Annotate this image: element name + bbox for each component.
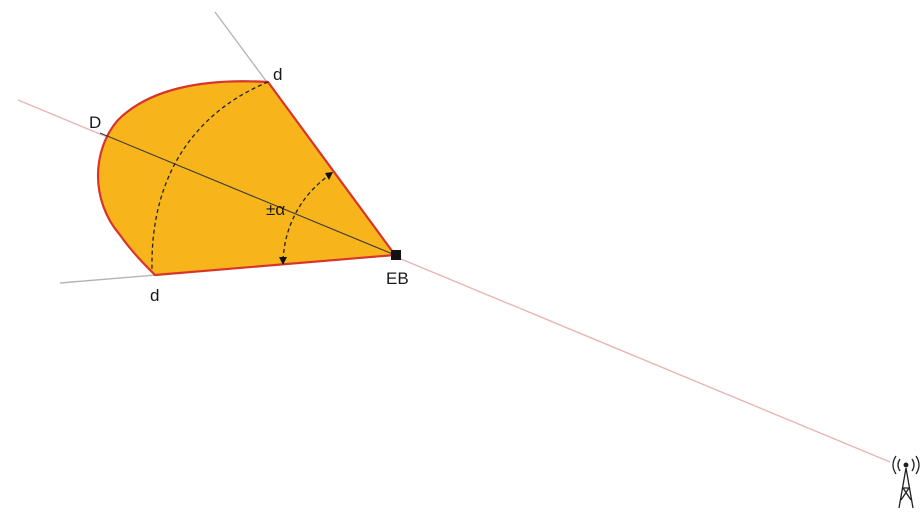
angle-arrowhead-bottom: [279, 257, 287, 265]
angle-arc: [282, 173, 332, 263]
label-distance-d-bottom: d: [150, 286, 159, 305]
label-angle: ±α: [266, 200, 285, 219]
label-base-station: EB: [386, 269, 409, 288]
angle-arrowhead-top: [325, 172, 333, 180]
label-distance-D: D: [89, 113, 101, 132]
radio-tower-icon: [892, 455, 920, 509]
label-distance-d-top: d: [273, 65, 282, 84]
coverage-sector: [96, 80, 397, 277]
azimuth-line-inside-sector: [99, 132, 396, 256]
base-station-marker: [391, 250, 401, 260]
